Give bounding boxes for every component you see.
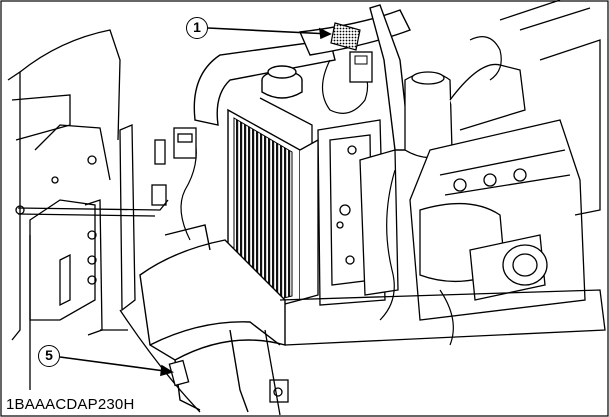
radiator-tank — [317, 119, 399, 306]
front-frame — [119, 289, 606, 416]
leader-line-1 — [207, 27, 331, 35]
leader-arrow-5 — [160, 364, 175, 377]
lower-cover — [139, 224, 286, 413]
reserve-tank — [404, 63, 526, 159]
leader-lines — [59, 27, 332, 377]
radiator-cap — [261, 65, 303, 99]
callout-number-1: 1 — [186, 17, 208, 39]
connector-5 — [168, 359, 190, 387]
connector-1 — [330, 22, 373, 83]
left-side-panel — [7, 29, 169, 390]
harness-connector — [173, 127, 197, 159]
engine-block — [409, 0, 601, 321]
figure-code: 1BAAACDAP230H — [4, 396, 137, 413]
leader-line-5 — [59, 356, 173, 373]
leader-arrow-1 — [319, 27, 332, 40]
callout-number-5: 5 — [38, 345, 60, 367]
